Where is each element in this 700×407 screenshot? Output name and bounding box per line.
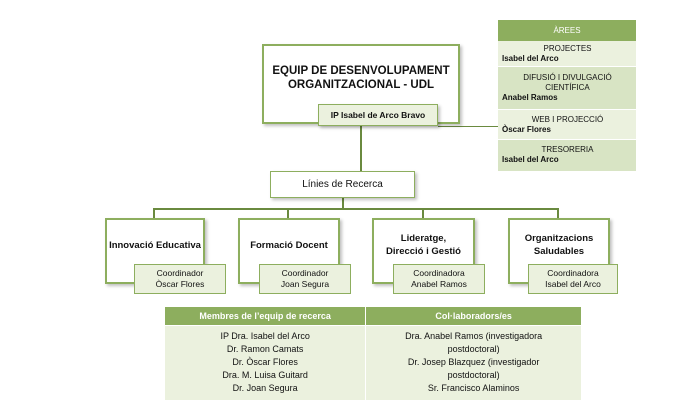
coordinator-role: Coordinador — [156, 268, 204, 278]
areas-panel-item: DIFUSIÓ I DIVULGACIÓ CIENTÍFICA Anabel R… — [498, 67, 636, 110]
area-title-line1: Innovació Educativa — [109, 239, 201, 251]
ip-label: IP Isabel de Arco Bravo — [330, 110, 426, 120]
coordinator-box: Coordinador Òscar Flores — [134, 264, 226, 294]
area-title-line1: Organitzacions — [524, 233, 594, 244]
research-lines-box: Línies de Recerca — [270, 171, 415, 198]
connector-horizontal-bus — [153, 208, 559, 210]
collaborator-line: postdoctoral) — [447, 370, 500, 380]
areas-panel-item: WEB I PROJECCIÓ Òscar Flores — [498, 110, 636, 140]
connector-area-3 — [422, 208, 424, 219]
connector-area-2 — [287, 208, 289, 219]
members-cell: IP Dra. Isabel del Arco Dr. Ramon Camats… — [163, 325, 367, 401]
collaborators-cell: Dra. Anabel Ramos (investigadora postdoc… — [365, 325, 582, 401]
area-item-name: TRESORERIA — [541, 145, 594, 154]
coordinator-role: Coordinador — [281, 268, 329, 278]
collaborator-line: Dr. Josep Blazquez (investigador — [407, 357, 540, 367]
coordinator-name: Isabel del Arco — [545, 279, 601, 289]
coordinator-role: Coordinadora — [413, 268, 465, 278]
area-item-person: Òscar Flores — [502, 125, 551, 134]
table-row: IP Dra. Isabel del Arco Dr. Ramon Camats… — [163, 325, 582, 401]
members-header: Membres de l’equip de recerca — [163, 306, 367, 326]
coordinator-name: Anabel Ramos — [411, 279, 467, 289]
area-title-line1: Formació Docent — [250, 239, 328, 251]
area-item-person: Isabel del Arco — [502, 155, 559, 164]
connector-ip-to-areas-panel — [438, 126, 499, 127]
main-title: EQUIP DE DESENVOLUPAMENT ORGANITZACIONAL… — [264, 64, 458, 92]
area-item-person: Isabel del Arco — [502, 54, 559, 63]
area-item-name: DIFUSIÓ I DIVULGACIÓ — [523, 73, 612, 82]
area-title-line2: Direcció i Gestió — [386, 246, 461, 257]
member-name: Dr. Òscar Flores — [232, 357, 298, 367]
areas-panel-item: PROJECTES Isabel del Arco — [498, 41, 636, 67]
area-item-name: PROJECTES — [543, 44, 592, 53]
areas-panel: ÀREES PROJECTES Isabel del Arco DIFUSIÓ … — [498, 20, 636, 171]
coordinator-box: Coordinadora Isabel del Arco — [528, 264, 618, 294]
coordinator-role: Coordinadora — [547, 268, 599, 278]
collaborator-line: Sr. Francisco Alaminos — [427, 383, 520, 393]
research-lines-label: Línies de Recerca — [302, 179, 383, 190]
collaborators-header: Col·laboradors/es — [365, 306, 582, 326]
members-table: Membres de l’equip de recerca Col·labora… — [163, 306, 582, 401]
connector-area-4 — [557, 208, 559, 219]
connector-lines-down — [342, 198, 344, 209]
main-title-line2: ORGANITZACIONAL - UDL — [287, 79, 435, 91]
coordinator-name: Joan Segura — [280, 279, 330, 289]
areas-panel-item: TRESORERIA Isabel del Arco — [498, 140, 636, 171]
coordinator-name: Òscar Flores — [155, 279, 205, 289]
area-title-line1: Lideratge, — [400, 233, 447, 244]
collaborator-line: Dra. Anabel Ramos (investigadora — [405, 331, 543, 341]
member-name: IP Dra. Isabel del Arco — [220, 331, 310, 341]
areas-panel-header: ÀREES — [498, 20, 636, 41]
main-title-line1: EQUIP DE DESENVOLUPAMENT — [272, 65, 450, 77]
member-name: Dr. Ramon Camats — [226, 344, 304, 354]
member-name: Dr. Joan Segura — [232, 383, 298, 393]
coordinator-box: Coordinador Joan Segura — [259, 264, 351, 294]
member-name: Dra. M. Luisa Guitard — [222, 370, 308, 380]
connector-area-1 — [153, 208, 155, 219]
coordinator-box: Coordinadora Anabel Ramos — [393, 264, 485, 294]
area-item-person: Anabel Ramos — [502, 93, 558, 102]
table-header-row: Membres de l’equip de recerca Col·labora… — [163, 306, 582, 326]
ip-box: IP Isabel de Arco Bravo — [318, 104, 438, 126]
area-title-line2: Saludables — [533, 246, 585, 257]
area-item-name: WEB I PROJECCIÓ — [531, 115, 604, 124]
connector-main-to-lines — [360, 124, 362, 171]
collaborator-line: postdoctoral) — [447, 344, 500, 354]
area-item-name-line2: CIENTÍFICA — [545, 83, 590, 92]
